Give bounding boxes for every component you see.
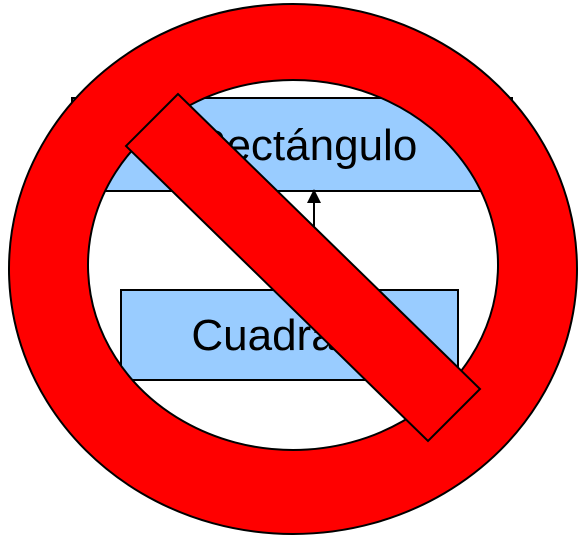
prohibition-sign	[7, 3, 578, 535]
prohibition-slash	[124, 92, 482, 443]
